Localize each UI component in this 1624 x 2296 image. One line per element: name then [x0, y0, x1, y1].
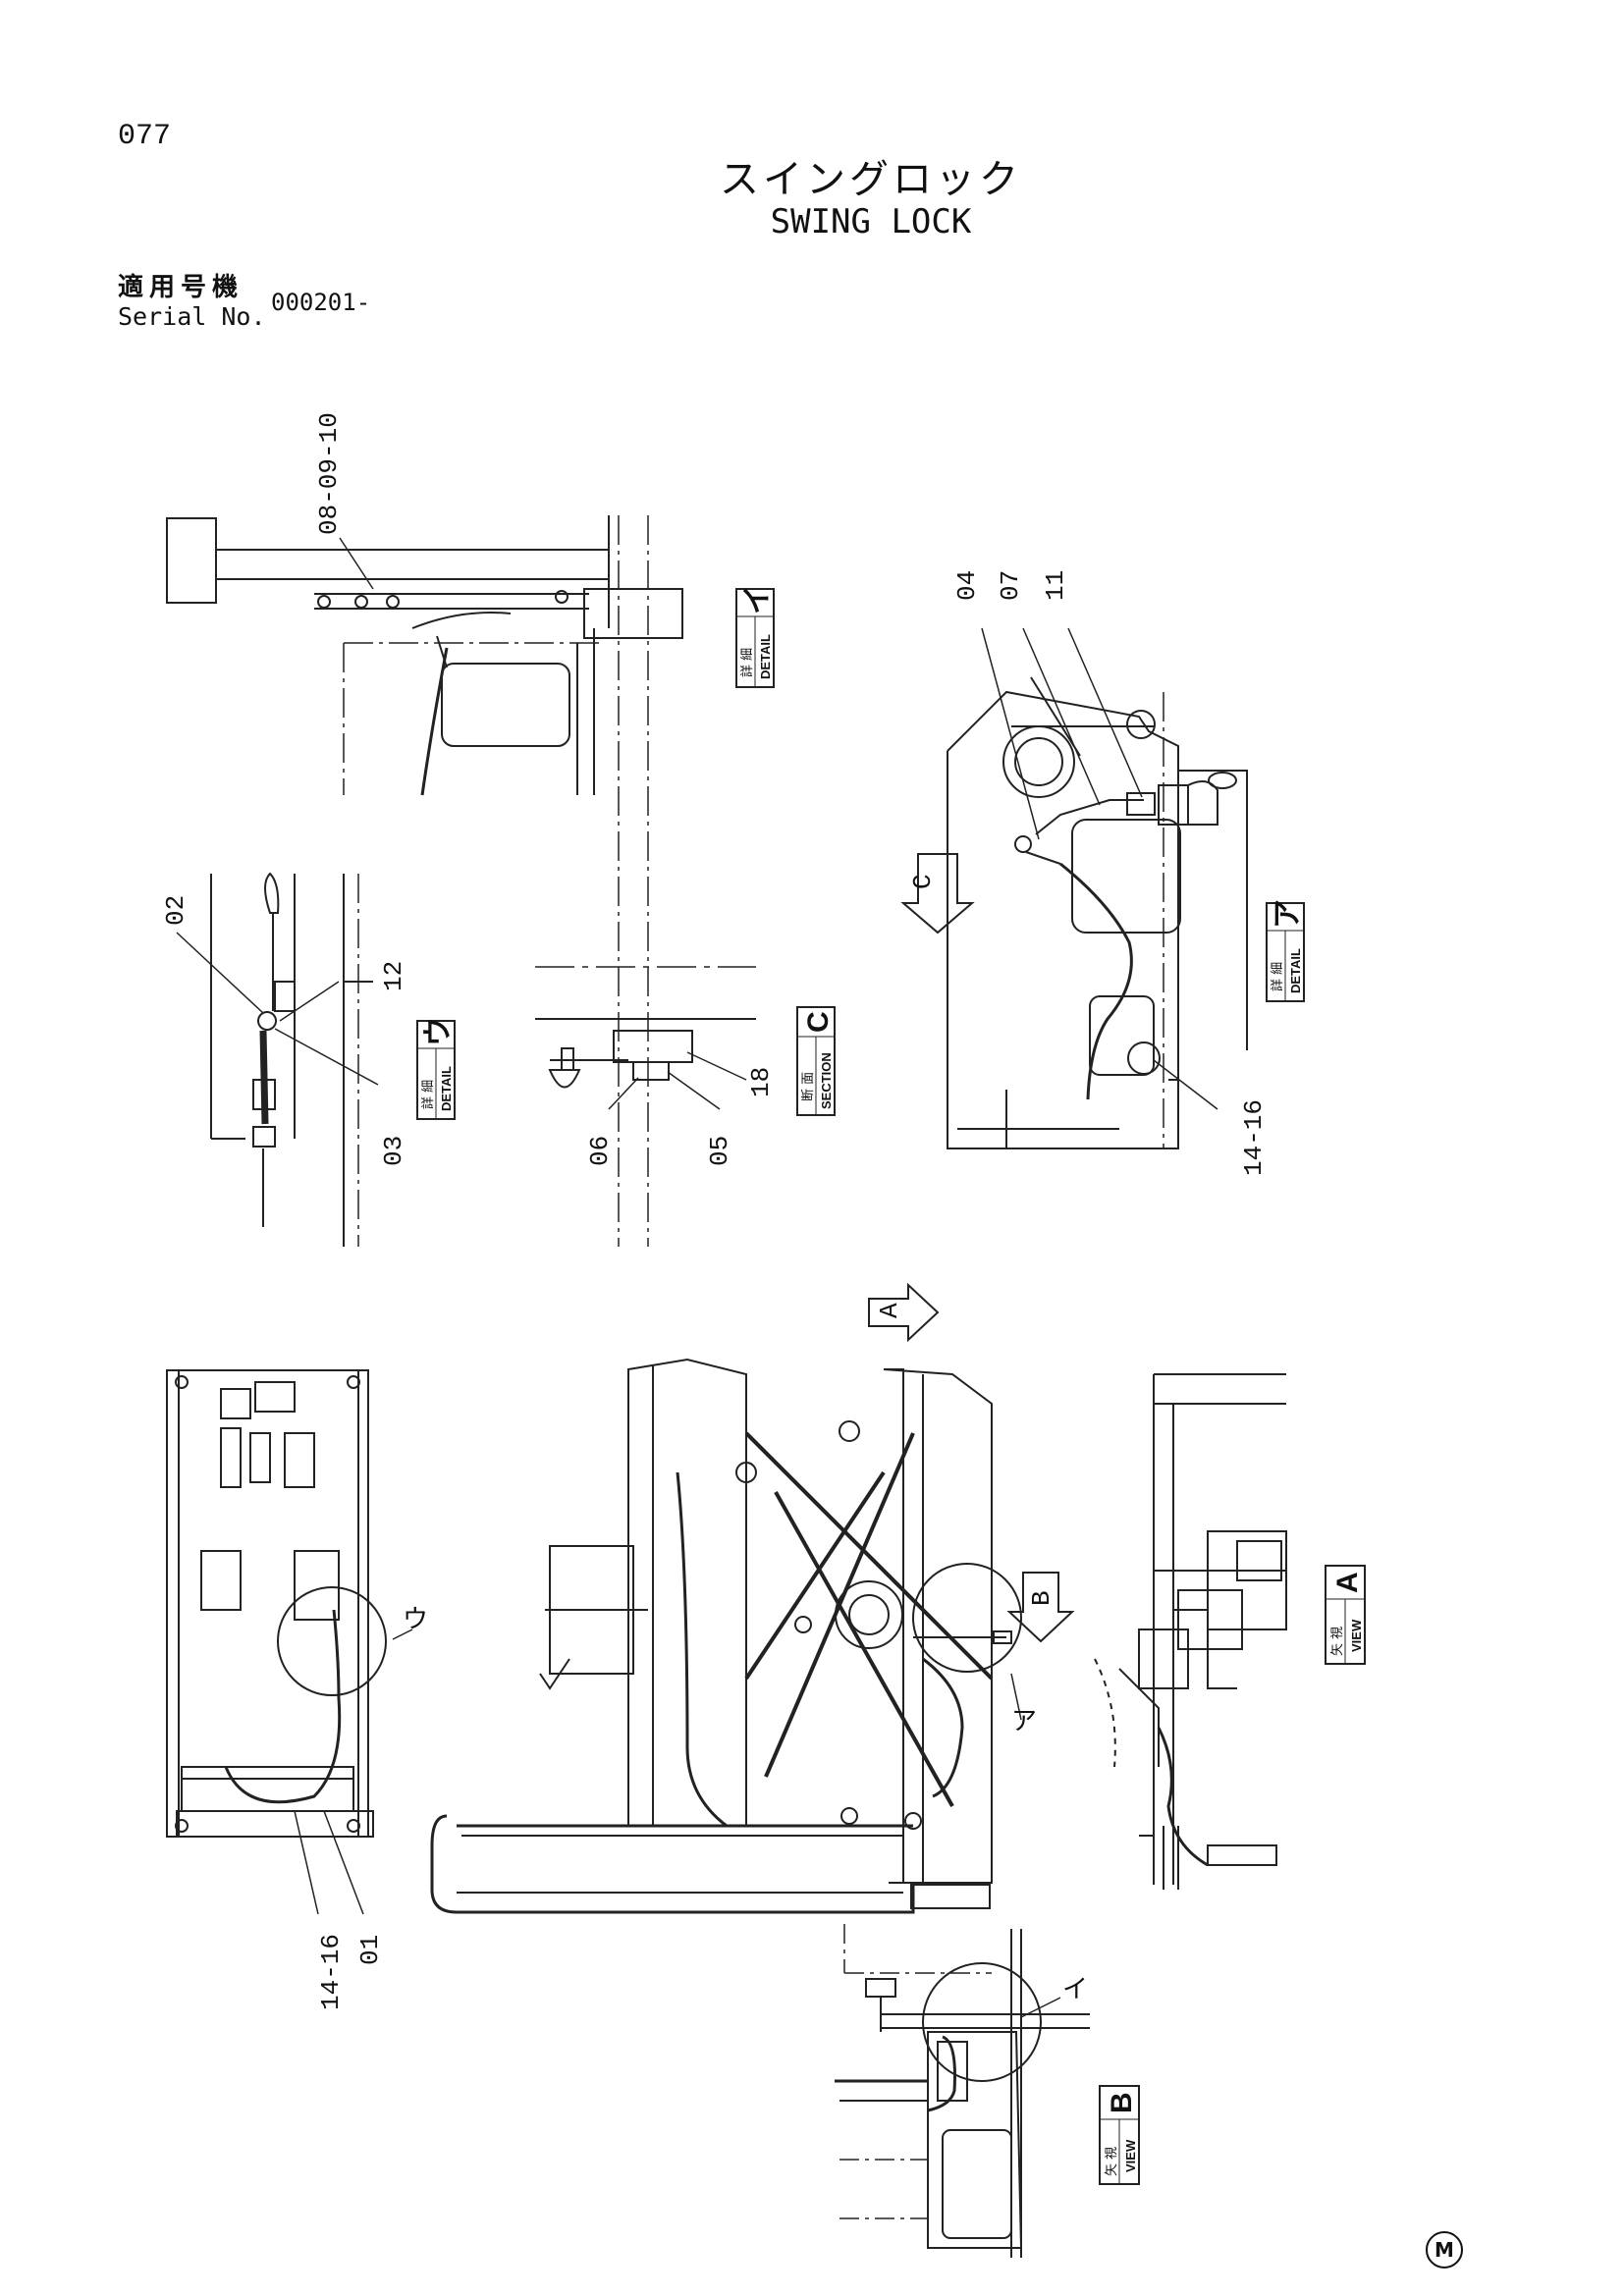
- detail-i-drawing: [166, 515, 683, 1247]
- arrow-c-icon: C: [900, 853, 975, 934]
- detail-a-drawing: [947, 676, 1248, 1149]
- callout-12: 12: [379, 961, 408, 991]
- callout-03: 03: [379, 1136, 408, 1166]
- circle-ref-u: ウ: [403, 1606, 428, 1635]
- svg-text:C: C: [802, 1011, 835, 1033]
- svg-text:A: A: [875, 1303, 904, 1318]
- svg-text:詳 細: 詳 細: [420, 1080, 436, 1109]
- svg-text:矢 視: 矢 視: [1105, 2147, 1119, 2176]
- arrow-b-icon: B: [1006, 1572, 1075, 1643]
- view-b-label: 矢 視 VIEW B: [1099, 2085, 1140, 2185]
- serial-label-japanese: 適用号機: [118, 273, 244, 302]
- callout-04: 04: [952, 570, 982, 601]
- svg-text:VIEW: VIEW: [1349, 1619, 1364, 1652]
- leader-lines: [176, 537, 1218, 2018]
- svg-text:B: B: [1106, 2092, 1138, 2113]
- section-c-drawing: [535, 966, 756, 1089]
- svg-text:B: B: [1027, 1590, 1056, 1606]
- svg-text:矢 視: 矢 視: [1330, 1627, 1345, 1656]
- callout-08-09-10: 08-09-10: [314, 412, 344, 535]
- section-c-label: 断 面 SECTION C: [796, 1006, 836, 1116]
- svg-text:C: C: [908, 874, 938, 889]
- page-title-japanese: スイングロック: [720, 157, 1022, 202]
- svg-text:DETAIL: DETAIL: [758, 634, 773, 679]
- svg-text:DETAIL: DETAIL: [1288, 948, 1303, 993]
- svg-text:ア: ア: [1272, 899, 1304, 929]
- svg-text:イ: イ: [741, 585, 774, 614]
- serial-number-value: 000201-: [271, 289, 371, 316]
- svg-text:A: A: [1331, 1572, 1364, 1593]
- svg-text:ウ: ウ: [422, 1017, 455, 1046]
- callout-11: 11: [1041, 570, 1070, 601]
- view-a-drawing: [1094, 1373, 1287, 1890]
- svg-text:詳 細: 詳 細: [1270, 962, 1285, 991]
- plan-view-drawing: [166, 1369, 387, 1838]
- part-callouts: 08-09-10 04 07 11 02 12 03 06 05 18 14-1…: [161, 412, 1269, 2010]
- detail-a-label: 詳 細 DETAIL ア: [1266, 899, 1305, 1002]
- callout-01: 01: [355, 1935, 385, 1965]
- svg-text:SECTION: SECTION: [819, 1052, 834, 1109]
- callout-05: 05: [705, 1136, 734, 1166]
- detail-i-label: 詳 細 DETAIL イ: [735, 585, 775, 688]
- circle-refs: ウ ア イ: [403, 1606, 1088, 2005]
- svg-text:詳 細: 詳 細: [739, 648, 755, 677]
- callout-14-16-left: 14-16: [316, 1934, 346, 2010]
- svg-text:DETAIL: DETAIL: [439, 1066, 454, 1111]
- circle-ref-i: イ: [1062, 1976, 1088, 2005]
- svg-text:断 面: 断 面: [801, 1072, 816, 1101]
- callout-14-16-right: 14-16: [1239, 1099, 1269, 1176]
- main-view-drawing: [430, 1358, 1022, 1974]
- callout-02: 02: [161, 895, 190, 926]
- manufacturer-mark-icon: M: [1426, 2231, 1463, 2269]
- detail-u-drawing: [210, 872, 373, 1247]
- serial-label-english: Serial No.: [118, 302, 266, 331]
- callout-18: 18: [746, 1067, 776, 1097]
- callout-06: 06: [585, 1136, 615, 1166]
- page-title-english: SWING LOCK: [770, 202, 972, 241]
- view-b-drawing: [835, 1929, 1090, 2258]
- circle-ref-a: ア: [1011, 1708, 1037, 1737]
- callout-07: 07: [996, 570, 1025, 601]
- svg-text:VIEW: VIEW: [1123, 2139, 1138, 2172]
- page-number: 077: [118, 120, 172, 153]
- arrow-a-icon: A: [868, 1282, 940, 1343]
- detail-u-label: 詳 細 DETAIL ウ: [416, 1017, 456, 1120]
- view-a-label: 矢 視 VIEW A: [1325, 1565, 1366, 1665]
